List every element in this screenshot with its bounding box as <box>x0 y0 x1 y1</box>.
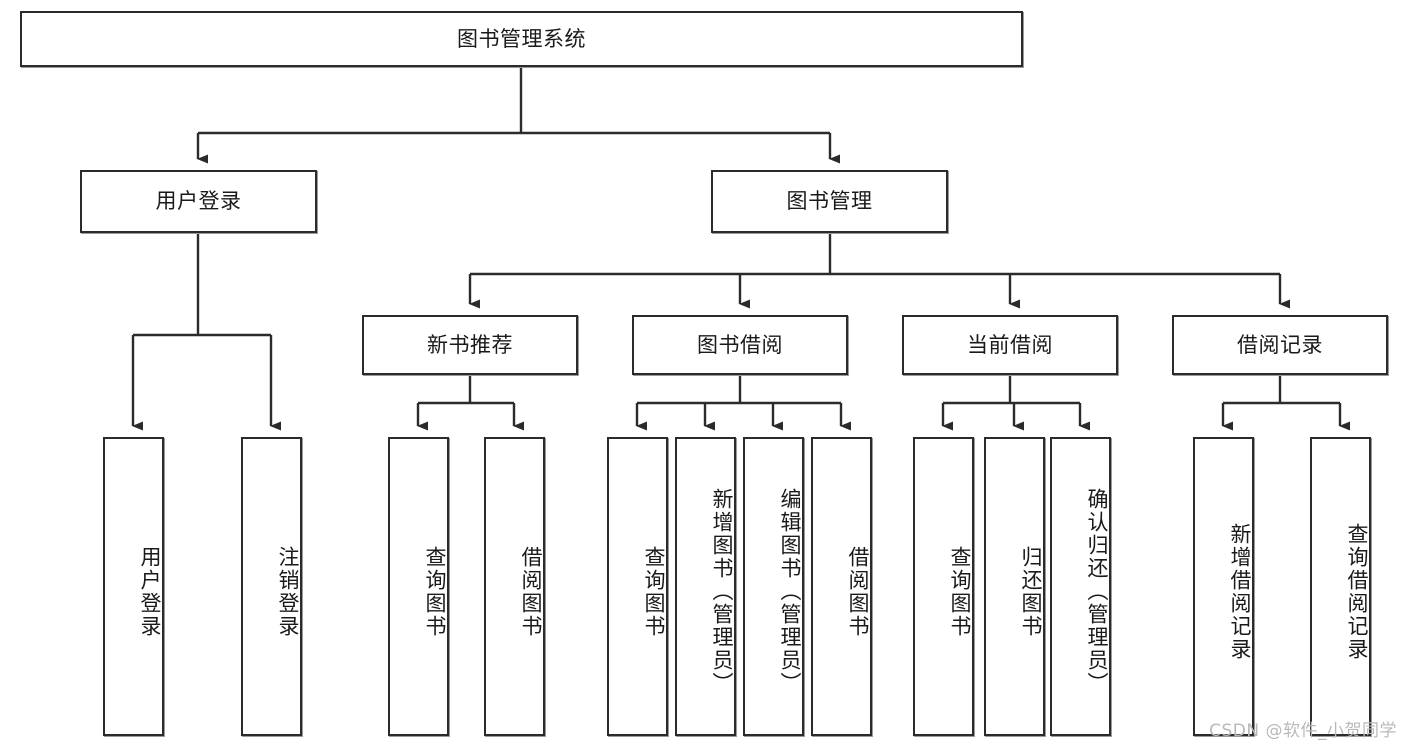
leaf-query-book-recommend[interactable]: 查询图书 <box>388 437 449 736</box>
leaf-query-book-borrow-label: 查询图书 <box>642 545 666 638</box>
node-new-book-recommend-label: 新书推荐 <box>427 332 513 357</box>
node-current-borrow[interactable]: 当前借阅 <box>902 315 1118 375</box>
leaf-borrow-book-label: 借阅图书 <box>846 545 870 638</box>
leaf-query-book-borrow[interactable]: 查询图书 <box>607 437 668 736</box>
leaf-logout[interactable]: 注销登录 <box>241 437 302 736</box>
leaf-edit-book-admin-label: 编辑图书（管理员） <box>778 488 802 695</box>
node-root[interactable]: 图书管理系统 <box>20 11 1023 67</box>
node-book-borrow-label: 图书借阅 <box>697 332 783 357</box>
leaf-add-book-admin-label: 新增图书（管理员） <box>710 488 734 695</box>
node-borrow-record[interactable]: 借阅记录 <box>1172 315 1388 375</box>
leaf-confirm-return-admin[interactable]: 确认归还（管理员） <box>1050 437 1111 736</box>
node-borrow-record-label: 借阅记录 <box>1237 332 1323 357</box>
leaf-borrow-book-recommend-label: 借阅图书 <box>519 545 543 638</box>
leaf-query-book-recommend-label: 查询图书 <box>423 545 447 638</box>
node-new-book-recommend[interactable]: 新书推荐 <box>362 315 578 375</box>
leaf-user-login-label: 用户登录 <box>138 545 162 638</box>
leaf-logout-label: 注销登录 <box>276 545 300 638</box>
node-current-borrow-label: 当前借阅 <box>967 332 1053 357</box>
node-user-login[interactable]: 用户登录 <box>80 170 317 233</box>
leaf-query-borrow-record[interactable]: 查询借阅记录 <box>1310 437 1371 736</box>
leaf-return-book-label: 归还图书 <box>1019 545 1043 638</box>
node-book-management-label: 图书管理 <box>786 189 873 214</box>
leaf-query-book-current[interactable]: 查询图书 <box>913 437 974 736</box>
node-user-login-label: 用户登录 <box>155 189 242 214</box>
node-book-management[interactable]: 图书管理 <box>711 170 948 233</box>
leaf-add-borrow-record[interactable]: 新增借阅记录 <box>1193 437 1254 736</box>
node-book-borrow[interactable]: 图书借阅 <box>632 315 848 375</box>
leaf-user-login[interactable]: 用户登录 <box>103 437 164 736</box>
leaf-edit-book-admin[interactable]: 编辑图书（管理员） <box>743 437 804 736</box>
leaf-confirm-return-admin-label: 确认归还（管理员） <box>1085 488 1109 695</box>
leaf-borrow-book[interactable]: 借阅图书 <box>811 437 872 736</box>
leaf-borrow-book-recommend[interactable]: 借阅图书 <box>484 437 545 736</box>
leaf-return-book[interactable]: 归还图书 <box>984 437 1045 736</box>
leaf-add-borrow-record-label: 新增借阅记录 <box>1228 522 1252 661</box>
leaf-add-book-admin[interactable]: 新增图书（管理员） <box>675 437 736 736</box>
leaf-query-borrow-record-label: 查询借阅记录 <box>1345 522 1369 661</box>
node-root-label: 图书管理系统 <box>457 26 586 51</box>
leaf-query-book-current-label: 查询图书 <box>948 545 972 638</box>
csdn-watermark: CSDN @软件_小贺同学 <box>1209 721 1397 741</box>
